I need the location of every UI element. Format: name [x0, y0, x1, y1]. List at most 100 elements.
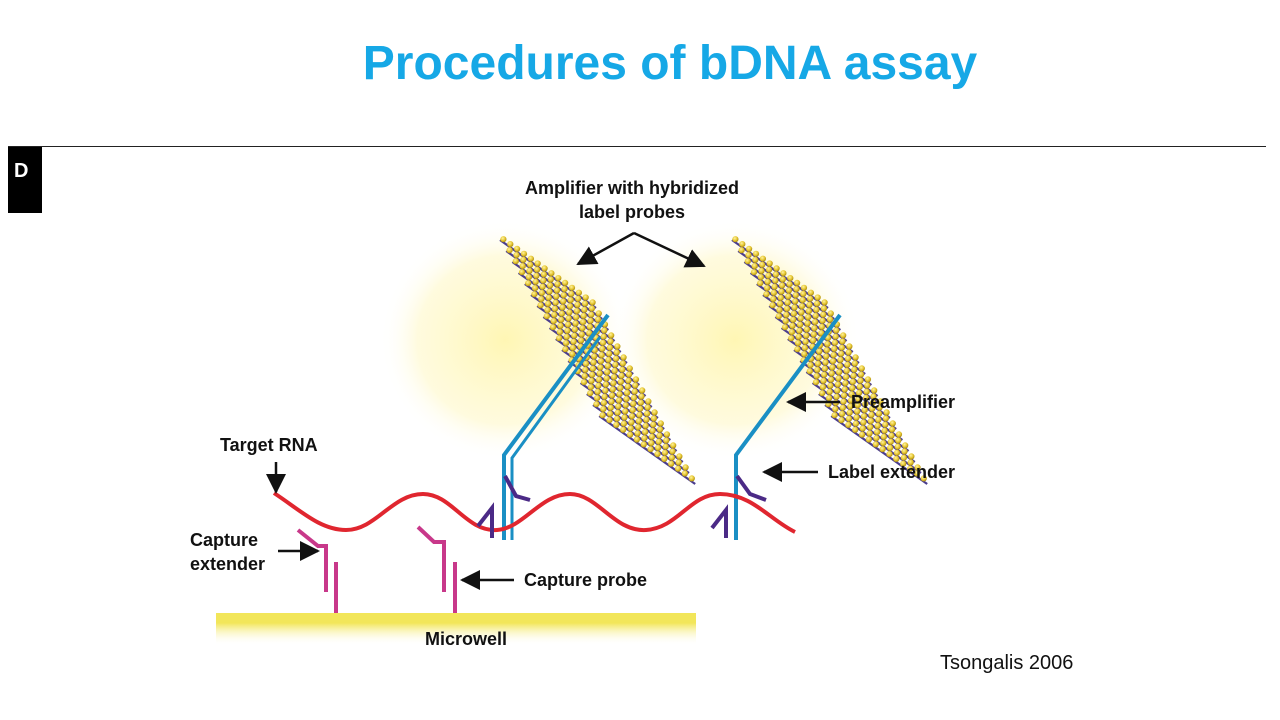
label-probe-bead — [849, 385, 856, 392]
label-probe-bead — [800, 284, 808, 291]
label-probe-bead — [889, 420, 896, 427]
label-probe-bead — [770, 296, 777, 303]
label-probe-bead — [751, 263, 758, 270]
label-probe-bead — [826, 395, 833, 402]
label-probe-bead — [798, 303, 806, 310]
label-probe-bead — [854, 408, 861, 415]
label-probe-bead — [512, 258, 519, 265]
label-probe-bead — [582, 360, 590, 367]
label-probe-bead — [813, 373, 820, 380]
label-probe-bead — [841, 392, 848, 399]
label-probe-bead — [540, 277, 547, 284]
label-probe-bead — [570, 338, 577, 345]
label-probe-bead — [873, 435, 880, 442]
label-probe-bead — [567, 297, 574, 304]
label-probe-bead — [569, 351, 576, 358]
label-probe-bead — [814, 300, 821, 307]
label-probe-bead — [587, 317, 594, 324]
label-probe-bead — [872, 441, 879, 448]
label-probe-bead — [833, 393, 840, 400]
label-probe-bead — [775, 313, 782, 320]
label-probe-bead — [758, 267, 765, 274]
label-probe-bead — [661, 449, 669, 456]
label-probe-bead — [831, 339, 839, 346]
label-probe-bead — [575, 289, 583, 296]
label-probe-bead — [836, 369, 843, 376]
label-probe-bead — [639, 387, 646, 394]
label-probe-bead — [560, 292, 567, 299]
label-probe-bead — [800, 290, 807, 297]
label-probe-bead — [545, 294, 552, 301]
label-probe-bead — [764, 278, 771, 285]
label-probe-bead — [829, 358, 837, 365]
label-probe-bead — [810, 337, 817, 344]
label-probe-bead — [846, 409, 853, 416]
label-probe-bead — [589, 371, 596, 378]
label-probe-bead — [618, 372, 625, 379]
label-probe-bead — [532, 278, 539, 285]
label-probe-bead — [865, 436, 873, 443]
label-probe-bead — [832, 333, 839, 340]
label-probe-bead — [744, 258, 751, 265]
label-probe-bead — [863, 388, 870, 395]
label-probe-bead — [532, 285, 539, 292]
label-probe-bead — [804, 320, 811, 327]
label-probe-bead — [877, 398, 884, 405]
label-probe-bead — [578, 331, 585, 338]
label-probe-bead — [518, 269, 526, 276]
label-probe-bead — [605, 356, 612, 363]
label-probe-bead — [866, 430, 873, 437]
label-probe-bead — [600, 406, 607, 413]
label-probe-bead — [601, 327, 608, 334]
label-probe-bead — [553, 293, 560, 300]
label-probe-bead — [732, 236, 739, 243]
label-probe-bead — [854, 402, 861, 409]
panel-letter: D — [14, 160, 29, 182]
label-probe-bead — [598, 352, 605, 359]
label-probe-bead — [799, 297, 806, 304]
label-probe-bead — [883, 409, 890, 416]
label-probe-bead — [563, 333, 570, 340]
target-rna-strand — [272, 491, 796, 534]
label-probe-bead — [593, 401, 600, 408]
label-probe-bead — [821, 299, 828, 306]
label-probe-bead — [851, 360, 859, 367]
label-probe-bead — [632, 382, 639, 389]
label-probe-bead — [833, 327, 840, 334]
label-probe-bead — [845, 421, 852, 428]
label-probe-bead — [675, 459, 682, 466]
label-probe-bead — [597, 364, 604, 371]
label-probe-bead — [602, 387, 609, 394]
label-probe-bead — [544, 307, 551, 314]
label-probe-bead — [850, 372, 857, 379]
label-probe-bead — [769, 302, 776, 309]
label-probe-bead — [819, 384, 827, 391]
label-probe-bead — [625, 377, 632, 384]
label-probe-bead — [613, 349, 620, 356]
label-probe-bead — [534, 266, 541, 273]
label-probe-bead — [601, 393, 608, 400]
label-probe-bead — [614, 343, 621, 350]
label-probe-bead — [656, 432, 663, 439]
label-probe-bead — [839, 410, 846, 417]
label-probe-bead — [777, 300, 784, 307]
label-probe-bead — [780, 270, 787, 277]
label-probe-bead — [620, 354, 627, 361]
label-probe-bead — [806, 368, 813, 375]
label-probe-bead — [807, 295, 814, 302]
label-probe-bead — [845, 355, 852, 362]
label-probe-bead — [820, 305, 828, 312]
arrow-amplifier-left — [576, 231, 635, 266]
label-probe-bead — [569, 344, 577, 351]
label-probe-bead — [859, 425, 866, 432]
label-probe-bead — [573, 314, 580, 321]
label-probe-bead — [546, 288, 553, 295]
label-probe-bead — [807, 289, 815, 296]
label-probe-bead — [611, 374, 618, 381]
label-probe-bead — [596, 370, 603, 377]
label-probe-bead — [651, 409, 658, 416]
label-probe-bead — [784, 299, 791, 306]
label-probe-bead — [796, 327, 803, 334]
label-probe-bead — [842, 380, 849, 387]
label-probe-bead — [562, 346, 569, 353]
